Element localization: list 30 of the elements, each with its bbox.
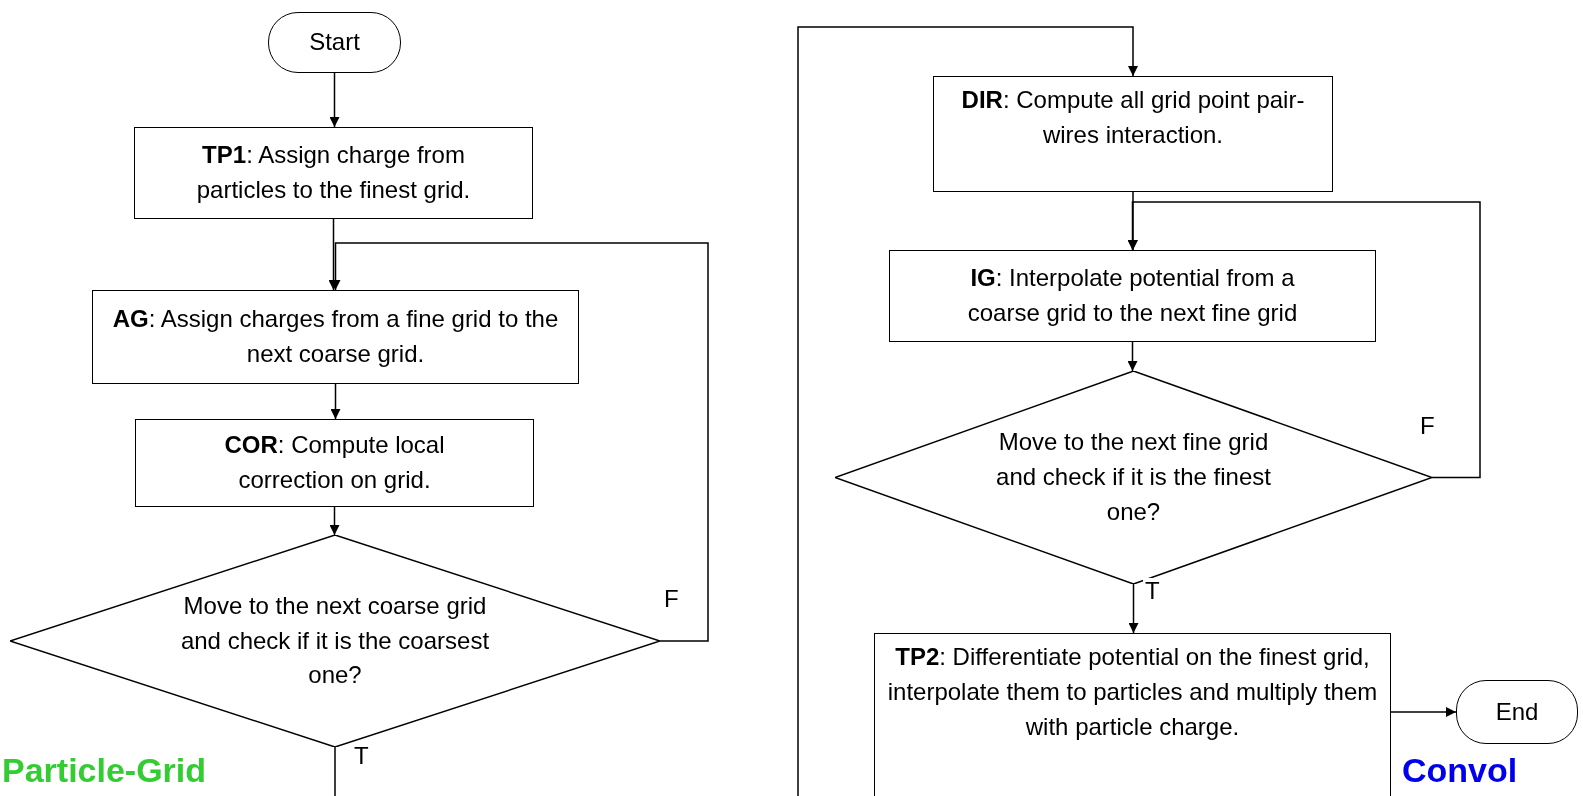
arrow bbox=[329, 72, 340, 128]
terminal-box bbox=[268, 12, 401, 73]
step-text: TP2: Differentiate potential on the finest grid, interpolate them to particles and multiply them with particle charge. bbox=[886, 642, 1379, 742]
step-text: TP1: Assign charge from particles to the finest grid. bbox=[195, 140, 472, 205]
decision-diamond bbox=[10, 535, 660, 747]
arrow bbox=[1390, 707, 1457, 717]
arrow bbox=[329, 506, 340, 536]
step-text: COR: Compute local correction on grid. bbox=[223, 430, 446, 495]
process-box bbox=[889, 250, 1376, 342]
step-text: Start bbox=[309, 27, 360, 58]
process-box bbox=[874, 633, 1391, 796]
terminal-box bbox=[1456, 680, 1578, 744]
arrow bbox=[334, 26, 1138, 796]
process-box bbox=[134, 127, 533, 219]
arrow bbox=[330, 383, 341, 420]
step-text: DIR: Compute all grid point pair-wires interaction. bbox=[960, 85, 1306, 150]
section-title: Convol bbox=[1402, 752, 1518, 790]
arrow bbox=[1128, 583, 1139, 634]
section-title: Particle-Grid bbox=[2, 752, 207, 790]
step-text: Move to the next fine grid and check if it is the finest one? bbox=[996, 427, 1271, 527]
process-box bbox=[135, 419, 534, 507]
arrow bbox=[1127, 341, 1138, 372]
step-text: IG: Interpolate potential from a coarse grid to the next fine grid bbox=[966, 263, 1299, 328]
process-box bbox=[92, 290, 579, 384]
decision-diamond bbox=[835, 371, 1432, 584]
step-text: Move to the next coarse grid and check if it is the coarsest one? bbox=[179, 590, 491, 691]
arrow bbox=[1127, 201, 1481, 479]
step-text: End bbox=[1495, 696, 1539, 727]
process-box bbox=[933, 76, 1333, 192]
step-text: AG: Assign charges from a fine grid to the next coarse grid. bbox=[111, 304, 560, 369]
